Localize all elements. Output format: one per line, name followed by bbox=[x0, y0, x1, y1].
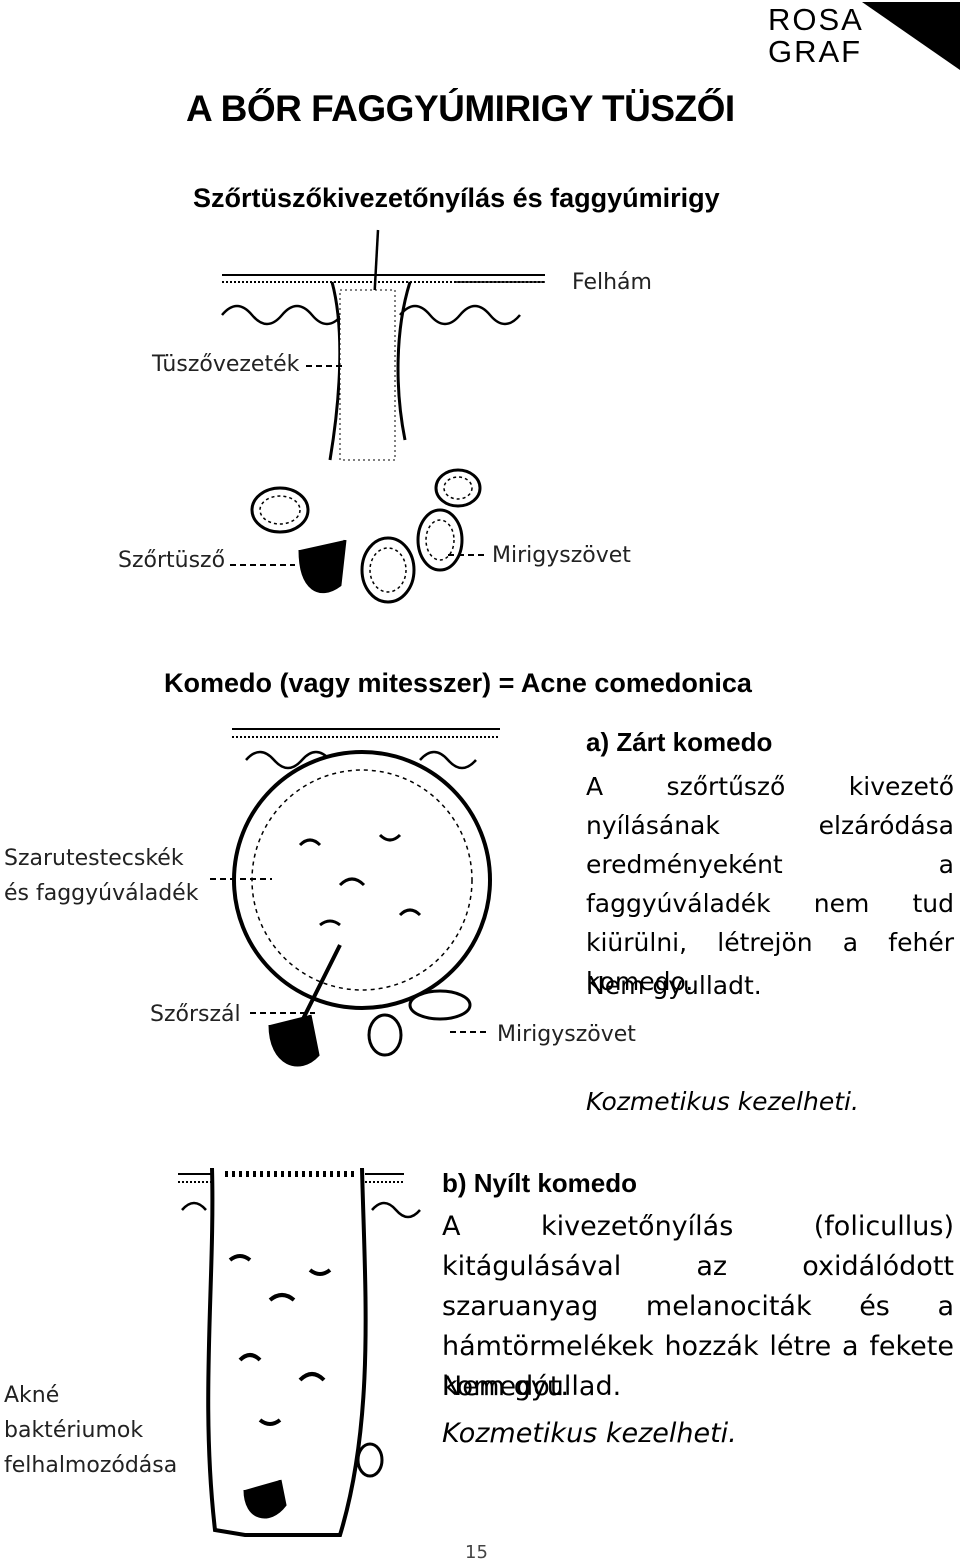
section-a-heading: a) Zárt komedo bbox=[586, 727, 773, 757]
section-a-footer: Kozmetikus kezelheti. bbox=[586, 1087, 859, 1116]
page-number: 15 bbox=[465, 1542, 488, 1563]
label-akne-3: felhalmozódása bbox=[4, 1453, 178, 1478]
section-a-body: A szőrtűsző kivezető nyílásának elzáródá… bbox=[586, 772, 954, 996]
label-akne-1: Akné bbox=[4, 1383, 60, 1408]
closed-comedo-diagram bbox=[210, 728, 500, 1067]
section-a-note: Nem gyulladt. bbox=[586, 971, 762, 1000]
section-b-footer: Kozmetikus kezelheti. bbox=[442, 1418, 737, 1449]
section-b-heading: b) Nyílt komedo bbox=[442, 1168, 638, 1198]
label-szarutest-1: Szarutestecskék bbox=[4, 846, 184, 871]
logo-line-2: GRAF bbox=[768, 34, 863, 69]
label-szortusz: Szőrtüsző bbox=[118, 548, 226, 573]
diagram2-heading: Komedo (vagy mitesszer) = Acne comedonic… bbox=[164, 668, 752, 698]
section-b-note: Nem gyullad. bbox=[442, 1371, 622, 1402]
open-comedo-diagram bbox=[178, 1167, 421, 1537]
label-tuszovezetek: Tüszővezeték bbox=[152, 352, 300, 377]
brand-logo: ROSA GRAF bbox=[766, 2, 960, 72]
label-akne-2: baktériumok bbox=[4, 1418, 144, 1443]
label-mirigyszovet-2: Mirigyszövet bbox=[497, 1022, 636, 1047]
follicle-diagram bbox=[221, 229, 545, 604]
label-felham: Felhám bbox=[572, 270, 652, 295]
diagram1-heading: Szőrtüszőkivezetőnyílás és faggyúmirigy bbox=[193, 183, 720, 213]
page-title: A BŐR FAGGYÚMIRIGY TÜSZŐI bbox=[186, 88, 735, 129]
logo-triangle-icon bbox=[862, 2, 960, 70]
section-b-body: A kivezetőnyílás (folicullus) kitágulásá… bbox=[442, 1211, 954, 1402]
label-mirigyszovet-1: Mirigyszövet bbox=[492, 543, 631, 568]
label-szorszal: Szőrszál bbox=[150, 1002, 241, 1027]
label-szarutest-2: és faggyúváladék bbox=[4, 881, 199, 906]
logo-line-1: ROSA bbox=[768, 2, 864, 37]
